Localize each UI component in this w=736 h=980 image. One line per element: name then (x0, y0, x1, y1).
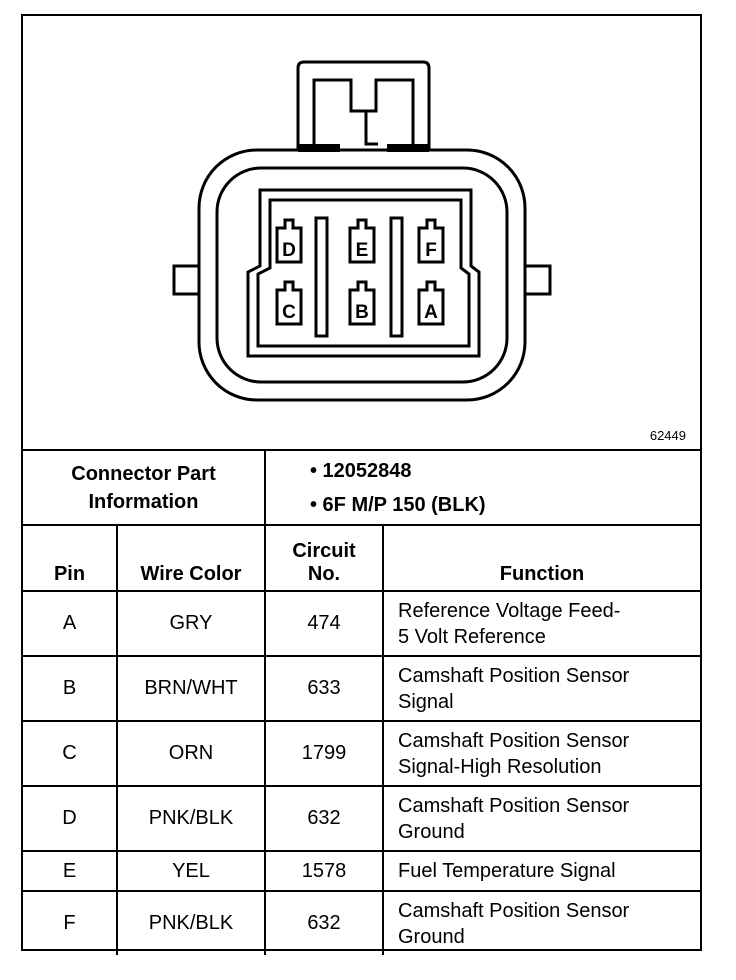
table-row: E YEL 1578 Fuel Temperature Signal (23, 850, 700, 892)
wire-color-cell: PNK/BLK (116, 890, 266, 955)
connector-info-row: Connector Part Information • 12052848 • … (23, 451, 700, 526)
pin-label-f: F (425, 240, 437, 261)
connector-info-values: • 12052848 • 6F M/P 150 (BLK) (264, 451, 700, 526)
function-line: Ground (398, 925, 465, 948)
function-line: Ground (398, 820, 465, 843)
wire-color-cell: YEL (116, 850, 266, 892)
function-line: Camshaft Position Sensor (398, 794, 630, 817)
header-function: Function (382, 524, 700, 592)
header-circuit-line1: Circuit (292, 540, 356, 562)
pin-cell: A (23, 590, 118, 657)
pin-label-c: C (282, 302, 296, 323)
circuit-cell: 1578 (264, 850, 384, 892)
circuit-cell: 632 (264, 785, 384, 852)
connector-info-label: Connector Part Information (23, 451, 266, 526)
connector-info-label-line2: Information (88, 490, 199, 513)
figure-id: 62449 (649, 428, 686, 443)
pin-cell: E (23, 850, 118, 892)
pin-cell: B (23, 655, 118, 722)
function-line: Reference Voltage Feed- (398, 599, 621, 622)
pin-cell: C (23, 720, 118, 787)
part-number: • 12052848 (310, 459, 412, 482)
connector-info-label-line1: Connector Part (71, 462, 216, 485)
function-line: Signal-High Resolution (398, 755, 602, 778)
function-line: Fuel Temperature Signal (398, 860, 616, 882)
function-line: Camshaft Position Sensor (398, 729, 630, 752)
circuit-cell: 474 (264, 590, 384, 657)
circuit-cell: 1799 (264, 720, 384, 787)
pin-label-d: D (282, 240, 296, 261)
header-circuit-line2: No. (307, 563, 341, 585)
pinout-table: Connector Part Information • 12052848 • … (23, 451, 700, 955)
connector-diagram: D E F C B A 62449 (23, 16, 700, 451)
function-line: 5 Volt Reference (398, 625, 546, 648)
wire-color-cell: ORN (116, 720, 266, 787)
pin-cell: D (23, 785, 118, 852)
header-pin: Pin (23, 524, 118, 592)
function-cell: Fuel Temperature Signal (382, 850, 700, 892)
table-header-row: Pin Wire Color Circuit No. Function (23, 524, 700, 592)
wire-color-cell: BRN/WHT (116, 655, 266, 722)
connector-type: • 6F M/P 150 (BLK) (310, 493, 486, 516)
function-line: Camshaft Position Sensor (398, 899, 630, 922)
pin-label-e: E (356, 240, 369, 261)
pin-label-a: A (424, 302, 438, 323)
header-wire-color: Wire Color (116, 524, 266, 592)
pin-label-b: B (355, 302, 369, 323)
wire-color-cell: GRY (116, 590, 266, 657)
table-row: A GRY 474 Reference Voltage Feed- 5 Volt … (23, 590, 700, 657)
connector-face-drawing: D E F C B A (172, 60, 552, 402)
function-line: Camshaft Position Sensor (398, 664, 630, 687)
circuit-cell: 632 (264, 890, 384, 955)
wire-color-cell: PNK/BLK (116, 785, 266, 852)
header-circuit-no: Circuit No. (264, 524, 384, 592)
function-line: Signal (398, 690, 454, 713)
connector-sheet: D E F C B A 62449 Connector Part Informa… (21, 14, 702, 955)
pin-cell: F (23, 890, 118, 955)
circuit-cell: 633 (264, 655, 384, 722)
function-cell: Reference Voltage Feed- 5 Volt Reference (382, 590, 700, 657)
